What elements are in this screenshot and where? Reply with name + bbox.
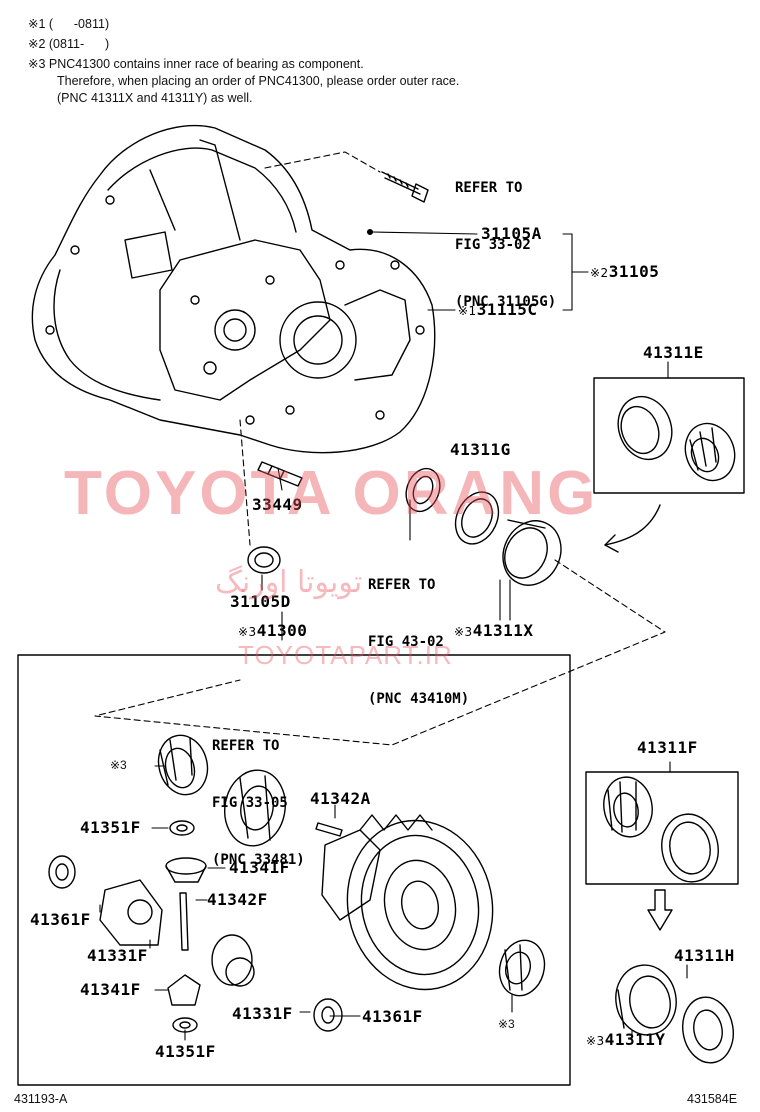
part-label-41351f-bottom[interactable]: 41351F: [155, 1042, 216, 1061]
refer-fig-43-02-line-3: (PNC 43410M): [368, 691, 470, 707]
bearing-race-41311y-drawing: [615, 964, 677, 1036]
oil-seal-31105d-drawing: [247, 546, 281, 574]
part-label-41300[interactable]: ※341300: [238, 621, 307, 640]
part-label-41311e[interactable]: 41311E: [643, 343, 704, 362]
refer-fig-33-05[interactable]: REFER TO FIG 33-05 (PNC 33481): [212, 699, 305, 908]
refer-fig-33-02[interactable]: REFER TO FIG 33-02 (PNC 31105G): [455, 141, 556, 350]
pin-33449-drawing: [257, 461, 303, 487]
note-mark-3-41311x: ※3: [454, 625, 473, 639]
refer-fig-33-05-line-2: FIG 33-05: [212, 795, 288, 811]
note-3-line-2: Therefore, when placing an order of PNC4…: [57, 74, 460, 88]
down-arrow-drawing: [647, 889, 673, 931]
note-3-line-3: (PNC 41311X and 41311Y) as well.: [57, 91, 253, 105]
part-label-41300-text: 41300: [256, 621, 308, 640]
transaxle-case-drawing: [31, 124, 436, 454]
note-3-line-1: ※3 PNC41300 contains inner race of beari…: [28, 57, 364, 71]
watermark-toyota-orang: TOYOTA ORANG: [64, 459, 599, 528]
oil-seal-41311g-drawing: [405, 467, 500, 545]
part-label-41331f-left[interactable]: 41331F: [87, 946, 148, 965]
part-label-41351f-top[interactable]: 41351F: [80, 818, 141, 837]
watermark-persian: تویوتا اورنگ: [215, 565, 363, 600]
figure-code-right: 431584E: [687, 1092, 738, 1106]
part-label-41311h[interactable]: 41311H: [674, 946, 735, 965]
bolt-drawing: [381, 171, 429, 203]
part-label-41341f-top[interactable]: 41341F: [229, 858, 290, 877]
refer-fig-43-02-line-2: FIG 43-02: [368, 634, 444, 650]
part-label-41331f-bottom[interactable]: 41331F: [232, 1004, 293, 1023]
part-label-41311x-text: 41311X: [472, 621, 534, 640]
part-label-31115c[interactable]: ※131115C: [458, 300, 538, 319]
refer-fig-33-02-line-1: REFER TO: [455, 180, 523, 196]
part-label-31105d[interactable]: 31105D: [230, 592, 291, 611]
refer-fig-43-02[interactable]: REFER TO FIG 43-02 (PNC 43410M): [368, 538, 469, 747]
refer-fig-43-02-line-1: REFER TO: [368, 577, 436, 593]
note-2: ※2 (0811- ): [28, 37, 110, 51]
part-label-33449[interactable]: 33449: [252, 495, 303, 514]
part-label-41311x[interactable]: ※341311X: [454, 621, 534, 640]
note-mark-2: ※2: [590, 266, 609, 280]
part-label-31105[interactable]: ※231105: [590, 262, 659, 281]
part-label-41361f-bottom[interactable]: 41361F: [362, 1007, 423, 1026]
box-41311f: [585, 771, 739, 885]
note-mark-3-41311y: ※3: [586, 1034, 605, 1048]
part-label-31105-text: 31105: [608, 262, 660, 281]
shim-41311h-drawing: [682, 996, 734, 1064]
bearing-race-41311x-drawing: [502, 519, 562, 586]
curved-arrow-drawing: [604, 504, 661, 553]
refer-fig-33-05-line-3: (PNC 33481): [212, 852, 305, 868]
note-mark-3-left-bearing: ※3: [110, 758, 127, 772]
part-label-41311y[interactable]: ※341311Y: [586, 1030, 666, 1049]
part-label-31105a[interactable]: 31105A: [481, 224, 542, 243]
note-mark-3-right-bearing: ※3: [498, 1017, 515, 1031]
box-41311e: [593, 377, 745, 494]
differential-parts-drawing: [48, 734, 546, 1033]
part-label-41342a[interactable]: 41342A: [310, 789, 371, 808]
box-41300: [17, 654, 571, 1086]
part-label-41311f[interactable]: 41311F: [637, 738, 698, 757]
part-label-31115c-text: 31115C: [476, 300, 538, 319]
note-mark-3-41300: ※3: [238, 625, 257, 639]
part-label-41311y-text: 41311Y: [604, 1030, 666, 1049]
refer-fig-33-05-line-1: REFER TO: [212, 738, 280, 754]
refer-fig-33-02-line-3: (PNC 31105G): [455, 294, 557, 310]
refer-fig-33-02-line-2: FIG 33-02: [455, 237, 531, 253]
part-label-41342f[interactable]: 41342F: [207, 890, 268, 909]
note-mark-1: ※1: [458, 304, 477, 318]
assembly-guide-lines: [94, 151, 666, 746]
part-label-41341f-bottom[interactable]: 41341F: [80, 980, 141, 999]
figure-code-left: 431193-A: [14, 1092, 68, 1106]
part-label-41311g[interactable]: 41311G: [450, 440, 511, 459]
part-label-41361f-left[interactable]: 41361F: [30, 910, 91, 929]
note-1: ※1 ( -0811): [28, 17, 110, 31]
watermark-url: TOYOTAPART.IR: [238, 640, 453, 670]
